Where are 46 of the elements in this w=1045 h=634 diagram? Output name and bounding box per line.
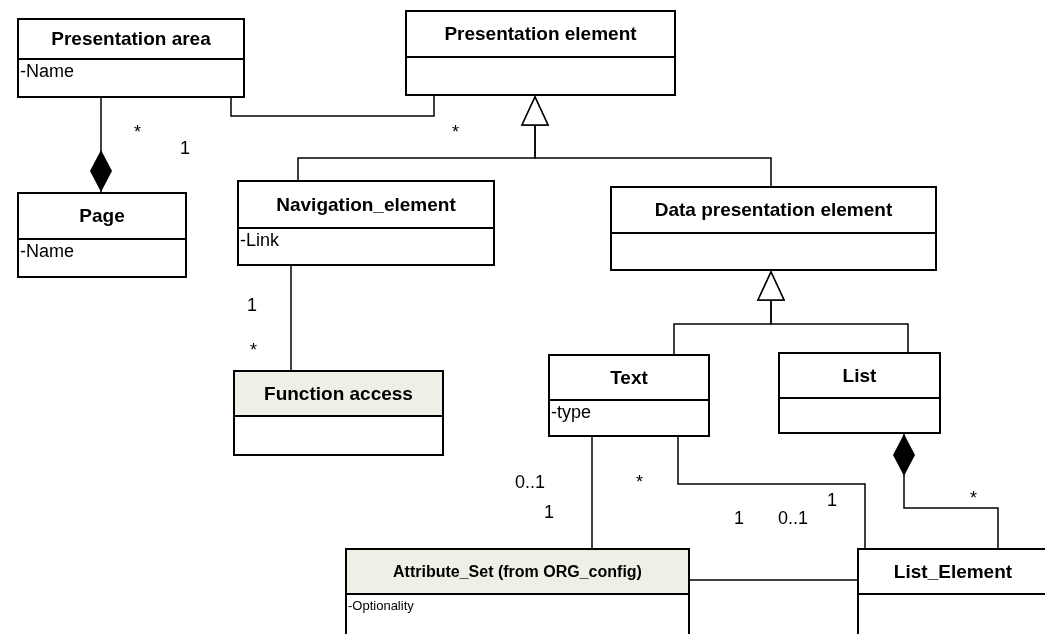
class-name: Function access [264,382,413,405]
class-box [857,548,1045,634]
class-box [237,180,495,266]
association-line [677,436,866,549]
class-box [405,10,676,96]
composition-line [893,433,999,549]
multiplicity-label: * [636,472,643,492]
multiplicity-label: * [970,488,977,508]
class-box [610,186,937,271]
class-name: Navigation_element [276,193,456,216]
class-name: Attribute_Set (from ORG_config) [393,562,642,581]
attribute-text: -type [550,401,592,423]
class-name: Presentation area [51,28,211,50]
class-name: Data presentation element [654,199,893,221]
association-line [689,579,858,581]
multiplicity-label: 1 [544,502,554,522]
class-box [17,18,245,98]
class-name: List [842,364,877,387]
multiplicity-label: 1 [734,508,744,528]
composition-line [90,97,112,193]
attribute-text: -Optionality [347,597,414,615]
multiplicity-label: 0..1 [778,508,809,528]
class-name: Page [79,205,125,227]
multiplicity-label: 0..1 [515,472,546,492]
association-line [591,436,593,549]
class-name: List_Element [893,560,1013,583]
multiplicity-label: 1 [180,138,190,158]
generalization-arrow [757,271,909,353]
class-name: Text [610,366,648,389]
class-box [233,370,444,456]
attribute-text: -Name [19,240,74,262]
class-box [345,548,690,634]
class-box [548,354,710,437]
attribute-text: -Link [239,229,279,251]
multiplicity-label: 1 [827,490,837,510]
generalization-arrow [521,96,772,187]
class-name: Presentation element [444,23,637,45]
multiplicity-label: * [452,122,459,142]
class-box [778,352,941,434]
class-box [17,192,187,278]
association-line [230,95,435,117]
attribute-text: -Name [19,60,74,82]
association-line [290,265,292,371]
multiplicity-label: * [134,122,141,142]
multiplicity-label: 1 [247,295,257,315]
multiplicity-label: * [250,340,257,360]
